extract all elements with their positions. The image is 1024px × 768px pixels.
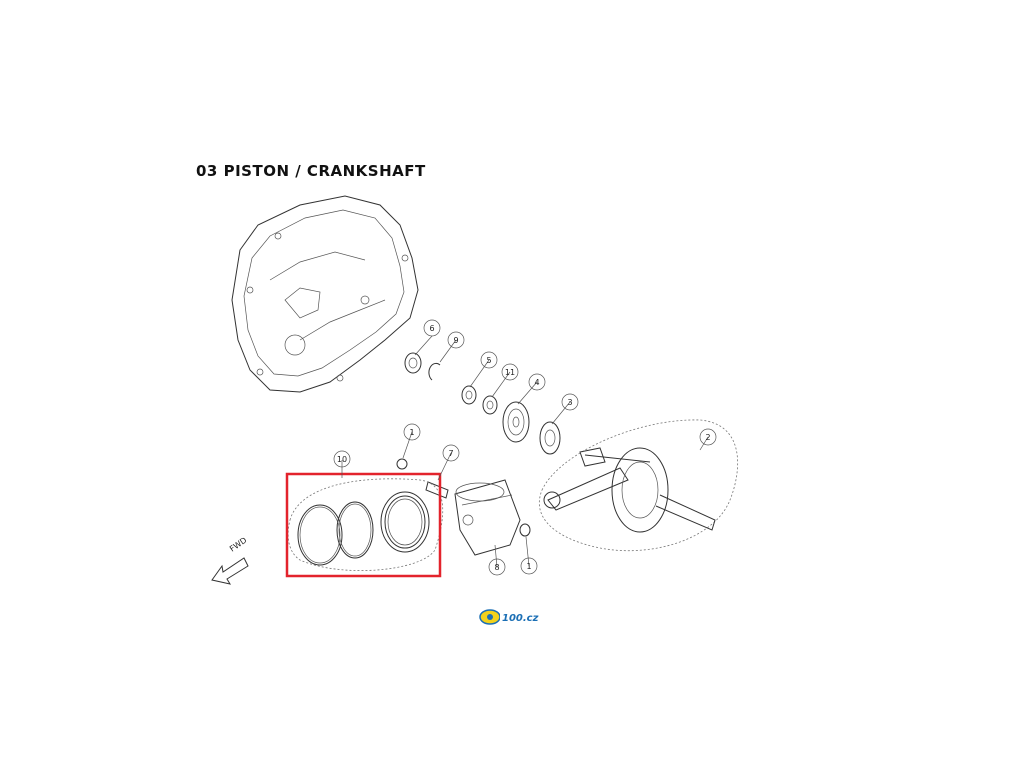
- crankshaft-assembly: [539, 419, 738, 552]
- callout-8-label: 8: [494, 563, 499, 572]
- piston-ring-1: [297, 504, 343, 566]
- oil-ring: [380, 491, 430, 553]
- callout-4-label: 4: [534, 378, 539, 387]
- primary-gear-part: [502, 401, 530, 443]
- callout-2-label: 2: [705, 433, 710, 442]
- callout-5: 5: [480, 351, 498, 369]
- callout-11-label: 11: [505, 368, 515, 377]
- piston-ring-2: [336, 501, 374, 559]
- callout-leaders: [341, 335, 709, 568]
- callout-1-lower: 1: [520, 557, 538, 575]
- callout-11: 11: [501, 363, 519, 381]
- piston-pin-part: [425, 481, 449, 499]
- callout-1-lower-label: 1: [526, 562, 531, 571]
- callout-5-label: 5: [486, 356, 491, 365]
- highlight-box: [285, 472, 442, 578]
- callout-2: 2: [699, 428, 717, 446]
- crankcase-cover: [231, 195, 419, 393]
- washer-part: [482, 395, 498, 415]
- callout-10: 10: [333, 450, 351, 468]
- callout-10-label: 10: [337, 455, 347, 464]
- callout-8: 8: [488, 558, 506, 576]
- diagram-title: 03 PISTON / CRANKSHAFT: [196, 162, 426, 180]
- nut-part: [461, 385, 477, 405]
- callout-9: 9: [447, 331, 465, 349]
- callout-7: 7: [442, 444, 460, 462]
- callout-1-upper-label: 1: [409, 428, 414, 437]
- callout-1-upper: 1: [403, 423, 421, 441]
- logo-text: 100.cz: [502, 613, 539, 624]
- piston-pin-clip-upper: [396, 458, 408, 470]
- fwd-arrow: FWD: [211, 536, 249, 585]
- timing-gear-part: [539, 421, 561, 455]
- fwd-label: FWD: [228, 536, 248, 554]
- piston-pin-clip-lower: [519, 523, 531, 537]
- piston-part: [454, 479, 521, 556]
- callout-6-label: 6: [429, 324, 434, 333]
- piston-ring-set: [287, 478, 444, 571]
- callout-3: 3: [561, 393, 579, 411]
- callout-7-label: 7: [448, 449, 453, 458]
- circlip-part: [428, 362, 441, 381]
- callout-3-label: 3: [567, 398, 572, 407]
- callout-9-label: 9: [453, 336, 458, 345]
- oil-seal-part: [404, 352, 422, 374]
- brand-logo: 100.cz: [479, 609, 548, 625]
- callout-4: 4: [528, 373, 546, 391]
- callout-6: 6: [423, 319, 441, 337]
